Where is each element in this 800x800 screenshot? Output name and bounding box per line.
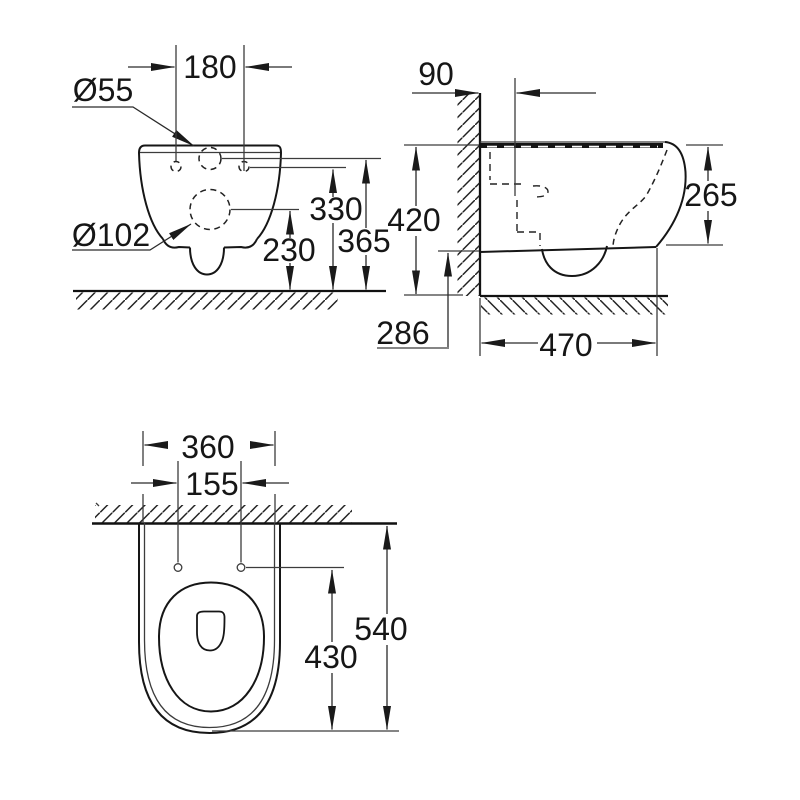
plan-body-inner	[143, 523, 276, 729]
dim-label-155: 155	[185, 466, 239, 502]
plan-view-drawing	[92, 431, 399, 735]
side-floor-hatch	[481, 297, 668, 315]
dim-label-d55: Ø55	[72, 72, 134, 108]
side-view-drawing	[377, 78, 723, 356]
plan-wall-hatch	[95, 505, 352, 523]
dim-label-540: 540	[354, 611, 408, 647]
trap-hidden-curve	[612, 149, 668, 249]
seat-hole-right	[236, 563, 246, 572]
plan-body-outer	[138, 523, 281, 735]
dim-label-420: 420	[387, 202, 441, 238]
leader-outlet-hole	[72, 223, 192, 251]
seat-hole-left	[173, 563, 183, 572]
dim-label-180: 180	[183, 49, 237, 85]
bowl-opening	[157, 581, 266, 713]
dim-label-286: 286	[376, 315, 430, 351]
dim-label-430: 430	[304, 639, 358, 675]
flush-distributor	[196, 610, 226, 652]
outlet-hole-circle	[189, 188, 231, 231]
dim-label-360: 360	[181, 429, 235, 465]
dim-label-230: 230	[262, 232, 316, 268]
dim-label-365: 365	[337, 223, 391, 259]
rim-band	[480, 143, 663, 148]
dim-label-470: 470	[539, 327, 593, 363]
left-mount-hole-circle	[170, 160, 182, 173]
dim-label-d102: Ø102	[71, 217, 151, 253]
dim-label-90: 90	[418, 56, 454, 92]
leader-flush-hole	[72, 106, 195, 147]
front-floor-hatch	[76, 292, 338, 310]
flush-hole-circle	[198, 146, 222, 171]
dim-label-330: 330	[309, 191, 363, 227]
front-view-drawing	[72, 45, 386, 310]
dim-label-265: 265	[684, 177, 738, 213]
wall-hatch	[457, 94, 480, 296]
